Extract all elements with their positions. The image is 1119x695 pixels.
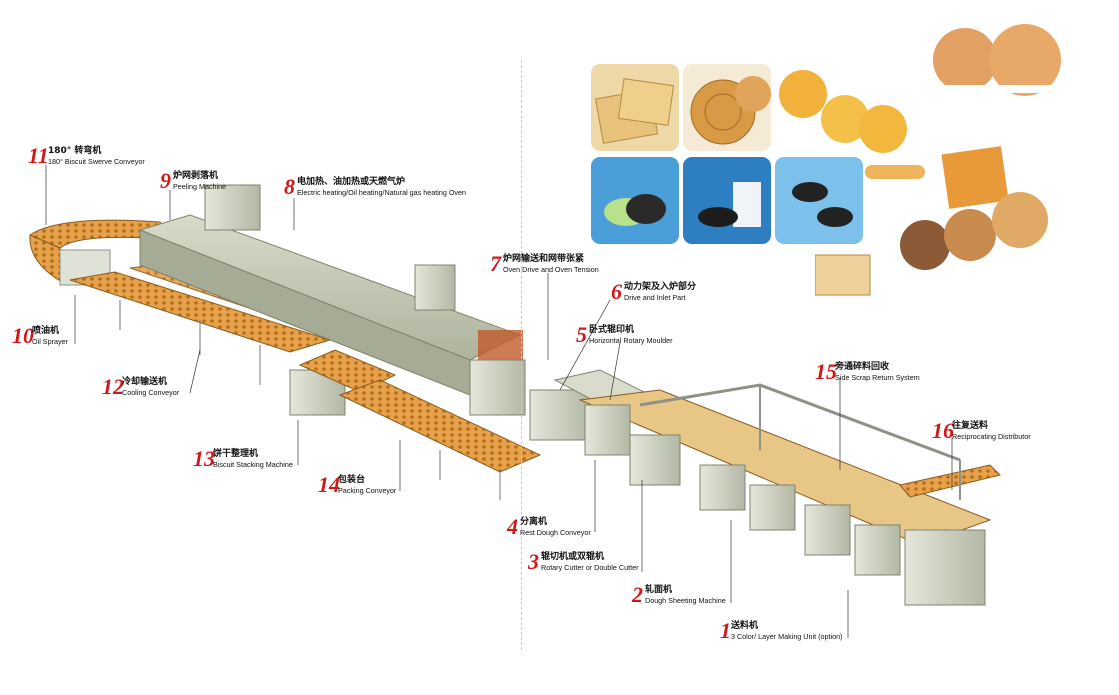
- callout-label-en: Rotary Cutter or Double Cutter: [541, 563, 639, 572]
- callout-number: 14: [318, 472, 340, 497]
- callout-label-cn: 轧面机: [645, 585, 673, 595]
- callout-number: 9: [160, 168, 171, 193]
- sandwich-biscuits-photo: [915, 5, 1065, 120]
- callout-number: 5: [576, 322, 587, 347]
- callout-number: 15: [815, 359, 837, 384]
- sandwich-cookies-photo: [775, 157, 863, 244]
- leader-lines: [45, 165, 953, 638]
- callout-number: 10: [12, 323, 34, 348]
- callout-label-en: Horizontal Rotary Moulder: [589, 336, 673, 345]
- callout-label-en: Side Scrap Return System: [835, 373, 920, 382]
- callout-label-en: Rest Dough Conveyor: [520, 528, 591, 537]
- callout-label-cn: 送料机: [731, 621, 759, 631]
- callout-number: 11: [28, 143, 49, 168]
- callout-label-cn: 往复送料: [952, 421, 989, 431]
- callout-label-en: Dough Sheeting Machine: [645, 596, 726, 605]
- callout-number: 1: [720, 618, 731, 643]
- callout-number: 3: [528, 549, 539, 574]
- callout-label-cn: 180° 转弯机: [48, 146, 102, 156]
- page-divider: [521, 60, 522, 650]
- dough-sheeting-line: [578, 389, 1001, 606]
- callout-label-cn: 动力架及入炉部分: [624, 282, 697, 292]
- callout-label-en: Electric heating/Oil heating/Natural gas…: [297, 188, 467, 197]
- callout-number: 16: [932, 418, 954, 443]
- callout-label-cn: 电加热、油加热或天燃气炉: [297, 177, 406, 187]
- callout-number: 7: [490, 251, 501, 276]
- callout-label-en: Oil Sprayer: [32, 337, 68, 346]
- callout-number: 2: [632, 582, 643, 607]
- callout-number: 12: [102, 374, 124, 399]
- callout-label-en: Cooling Conveyor: [122, 388, 180, 397]
- chocolate-biscuits-milk-photo: [683, 157, 771, 244]
- callout-label-cn: 饼干整理机: [213, 449, 259, 459]
- callout-label-cn: 冷却输送机: [122, 377, 168, 387]
- callout-number: 8: [284, 174, 295, 199]
- callout-label-cn: 包装台: [338, 475, 366, 485]
- swerve-conveyor: [28, 219, 177, 286]
- oven: [138, 184, 523, 396]
- callout-label-cn: 炉网剥落机: [173, 171, 219, 181]
- scrap-return-frame: [639, 383, 961, 500]
- callout-number: 4: [507, 514, 518, 539]
- callout-label-cn: 分离机: [520, 517, 548, 527]
- round-biscuits-photo: [683, 64, 771, 151]
- callout-label-cn: 卧式辊印机: [589, 325, 635, 335]
- callout-label-en: Oven Drive and Oven Tension: [503, 265, 599, 274]
- assorted-biscuits-photo: [814, 145, 1055, 305]
- yellow-cookies-photo: [775, 64, 915, 154]
- callout-label-cn: 旁通碎料回收: [835, 362, 890, 372]
- callout-label-en: Reciprocating Distributor: [952, 432, 1031, 441]
- callout-label-cn: 辊切机或双辊机: [541, 552, 605, 562]
- callout-label-cn: 炉网输送和网带张紧: [503, 254, 585, 264]
- callout-label-en: 180° Biscuit Swerve Conveyor: [48, 157, 145, 166]
- callout-label-en: Drive and Inlet Part: [624, 293, 686, 302]
- callout-label-cn: 喷油机: [32, 326, 60, 336]
- callout-label-en: Packing Conveyor: [338, 486, 397, 495]
- callout-number: 6: [611, 279, 622, 304]
- stacking-and-packing: [289, 349, 542, 500]
- callout-label-en: Peeling Machine: [173, 182, 227, 191]
- callout-label-en: Biscuit Stacking Machine: [213, 460, 293, 469]
- crackers-photo: [591, 64, 679, 151]
- cream-sandwich-photo: [591, 157, 679, 244]
- callout-number: 13: [193, 446, 215, 471]
- callout-label-en: 3 Color/ Layer Making Unit (option): [731, 632, 843, 641]
